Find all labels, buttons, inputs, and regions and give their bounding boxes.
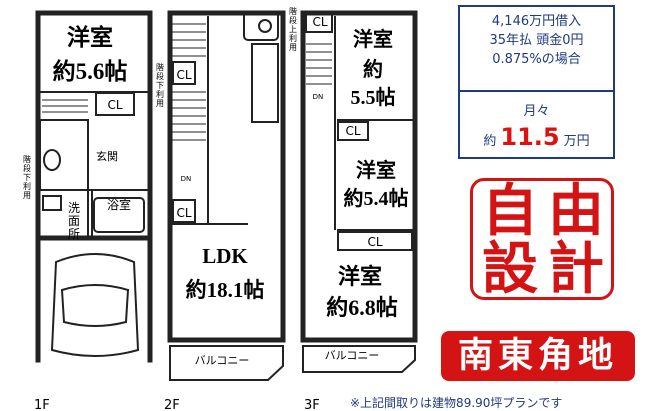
f2-closet-a: CL [176, 68, 191, 82]
f1-stairs-4: 利 [23, 181, 31, 191]
f3-stairs-5: 用 [289, 43, 297, 52]
stamp-char-1: 自 [482, 179, 538, 244]
f3-room-c-name: 洋室 [338, 264, 382, 289]
f3-closet-b: CL [312, 15, 327, 29]
f2-stairs-3: 下 [156, 81, 164, 90]
f3-room-a-size-1: 約 [363, 57, 383, 81]
f1-closet: CL [107, 98, 122, 112]
f3-closet-a: CL [345, 124, 360, 138]
f1-washroom-1: 洗 [68, 201, 80, 215]
stamp-char-4: 計 [548, 237, 604, 302]
f3-stairs-3: 上 [289, 25, 297, 34]
f1-wall-top-right [35, 10, 153, 241]
f3-stairs-1: 階 [289, 6, 297, 16]
f2-stairs-1: 階 [156, 62, 164, 72]
f2-closet-b: CL [176, 206, 191, 220]
f3-stairs-4: 利 [289, 33, 297, 43]
f3-walls [300, 10, 418, 343]
loan-line-1: 4,146万円借入 [491, 14, 582, 29]
monthly-amount: 11.5 [500, 123, 560, 151]
loan-line-3: 0.875%の場合 [492, 52, 581, 67]
f1-stairs-1: 階 [23, 154, 31, 164]
f1-stairs-2: 段 [23, 163, 31, 173]
f2-stairs-5: 用 [156, 99, 164, 108]
f2-stairs-2: 段 [156, 71, 164, 81]
f1-room-size: 約5.6帖 [53, 58, 128, 84]
loan-line-2: 35年払 頭金0円 [489, 33, 584, 48]
corner-lot-badge: 南東角地 [441, 331, 635, 381]
f3-room-b-name: 洋室 [356, 158, 396, 182]
f3-floor-label: 3F [304, 398, 320, 409]
f3-stairs-2: 段 [289, 15, 297, 25]
f2-ldk-size: 約18.1帖 [186, 278, 265, 302]
f2-stairs-4: 利 [156, 89, 164, 99]
f3-room-b-size: 約5.4帖 [344, 186, 409, 210]
f2-dn: DN [181, 175, 192, 183]
monthly-label: 月々 [523, 104, 550, 119]
f3-closet-c: CL [367, 235, 382, 249]
f1-bath: 浴室 [107, 197, 131, 212]
f3-room-a-name: 洋室 [353, 27, 393, 51]
stamp-char-2: 由 [548, 179, 604, 244]
f3-balcony: バルコニー [325, 349, 380, 362]
f1-floor-label: 1F [34, 398, 50, 409]
amount-unit: 万円 [563, 134, 590, 149]
f1-room-name: 洋室 [67, 24, 113, 50]
stamp-char-3: 設 [482, 237, 538, 302]
f3-room-a-size-2: 5.5帖 [351, 86, 396, 109]
f1-stairs-3: 下 [23, 173, 31, 182]
f1-stairs-5: 用 [23, 191, 31, 200]
f1-washroom-3: 所 [68, 227, 80, 241]
f1-washroom-2: 面 [68, 214, 80, 228]
f2-ldk-name: LDK [202, 244, 248, 268]
f2-floor-label: 2F [164, 398, 180, 409]
f2-balcony: バルコニー [195, 354, 250, 367]
f3-dn: DN [313, 93, 324, 101]
loan-terms: 4,146万円借入 35年払 頭金0円 0.875%の場合 [460, 7, 613, 92]
f1-entrance: 玄関 [96, 149, 118, 163]
approx-label: 約 [483, 134, 497, 149]
f3-room-c-size: 約6.8帖 [326, 295, 398, 320]
footnote: ※上記間取りは建物89.90坪プランです [350, 396, 563, 410]
free-design-stamp: 自 由 設 計 [470, 178, 614, 300]
